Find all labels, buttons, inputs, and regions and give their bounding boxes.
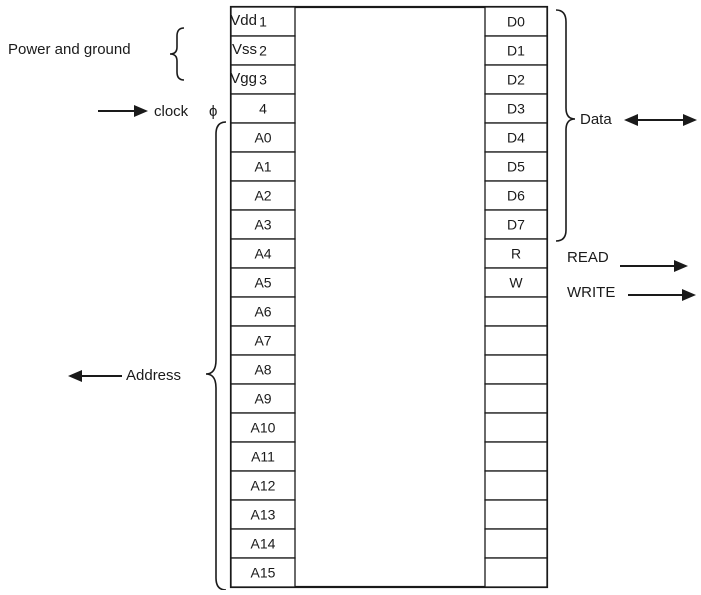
vdd-label: Vdd [230,12,257,29]
right-pin-label: D4 [507,130,525,146]
left-pin-label: A10 [251,420,276,436]
left-pin-label: A4 [254,246,271,262]
read-arrow-head [674,260,688,272]
vss-label: Vss [232,41,257,58]
left-pin-box [230,412,296,443]
clock-arrow-head [134,105,148,117]
clock-label: clock [154,103,189,120]
right-pin-box [484,64,548,95]
left-pin-label: 3 [259,72,267,88]
left-pin-column: 1 2 3 4A0A1A2A3A4A5A6A7A8A9A10A11A12A13A14A… [230,6,296,588]
left-pin-label: 1 [259,14,267,30]
right-pin-box [484,441,548,472]
left-pin-box [230,296,296,327]
left-pin-label: A1 [254,159,271,175]
data-brace [555,9,576,242]
read-label: READ [567,249,609,266]
left-pin-label: 2 [259,43,267,59]
left-pin-label: A8 [254,362,271,378]
left-pin-label: A3 [254,217,271,233]
left-pin-box [230,441,296,472]
left-pin-box [230,180,296,211]
right-pin-box [484,470,548,501]
right-pin-label: D7 [507,217,525,233]
left-pin-label: A13 [251,507,276,523]
right-pin-label: D5 [507,159,525,175]
left-pin-box [230,267,296,298]
left-pin-label: A6 [254,304,271,320]
left-pin-box [230,528,296,559]
right-pin-box [484,499,548,530]
left-pin-label: A14 [251,536,276,552]
right-pin-label: W [509,275,523,291]
write-arrow-head [682,289,696,301]
right-pin-label: D6 [507,188,525,204]
right-pin-box [484,35,548,66]
left-pin-box [230,238,296,269]
left-pin-label: A9 [254,391,271,407]
power-brace [169,27,185,81]
right-pin-box [484,151,548,182]
left-pin-box [230,470,296,501]
left-pin-label: A0 [254,130,271,146]
left-pin-label: A2 [254,188,271,204]
data-arrow-head-right [683,114,697,126]
right-pin-box [484,209,548,240]
right-pin-label: D1 [507,43,525,59]
left-pin-box [230,499,296,530]
data-arrow-head-left [624,114,638,126]
right-pin-box [484,238,548,269]
left-pin-label: 4 [259,101,267,117]
right-pin-box [484,325,548,356]
left-pin-box [230,64,296,95]
left-pin-label: A11 [251,449,275,465]
left-pin-label: A12 [251,478,276,494]
right-pin-box [484,296,548,327]
power-and-ground-label: Power and ground [8,41,131,58]
left-pin-box [230,557,296,588]
address-arrow-head [68,370,82,382]
address-brace [205,121,227,591]
right-pin-box [484,6,548,37]
data-label: Data [580,111,612,128]
right-pin-label: R [511,246,521,262]
left-pin-box [230,6,296,37]
right-pin-box [484,412,548,443]
right-pin-box [484,267,548,298]
write-label: WRITE [567,284,615,301]
left-pin-label: A7 [254,333,271,349]
right-pin-box [484,383,548,414]
right-pin-box [484,122,548,153]
right-pin-box [484,557,548,588]
left-pin-box [230,354,296,385]
vgg-label: Vgg [230,70,257,87]
right-pin-label: D2 [507,72,525,88]
right-pin-label: D0 [507,14,525,30]
clock-phi-symbol: ϕ [209,103,217,120]
right-pin-label: D3 [507,101,525,117]
left-pin-label: A15 [251,565,276,581]
address-label: Address [126,367,181,384]
left-pin-label: A5 [254,275,271,291]
right-pin-box [484,354,548,385]
right-pin-box [484,528,548,559]
left-pin-box [230,122,296,153]
